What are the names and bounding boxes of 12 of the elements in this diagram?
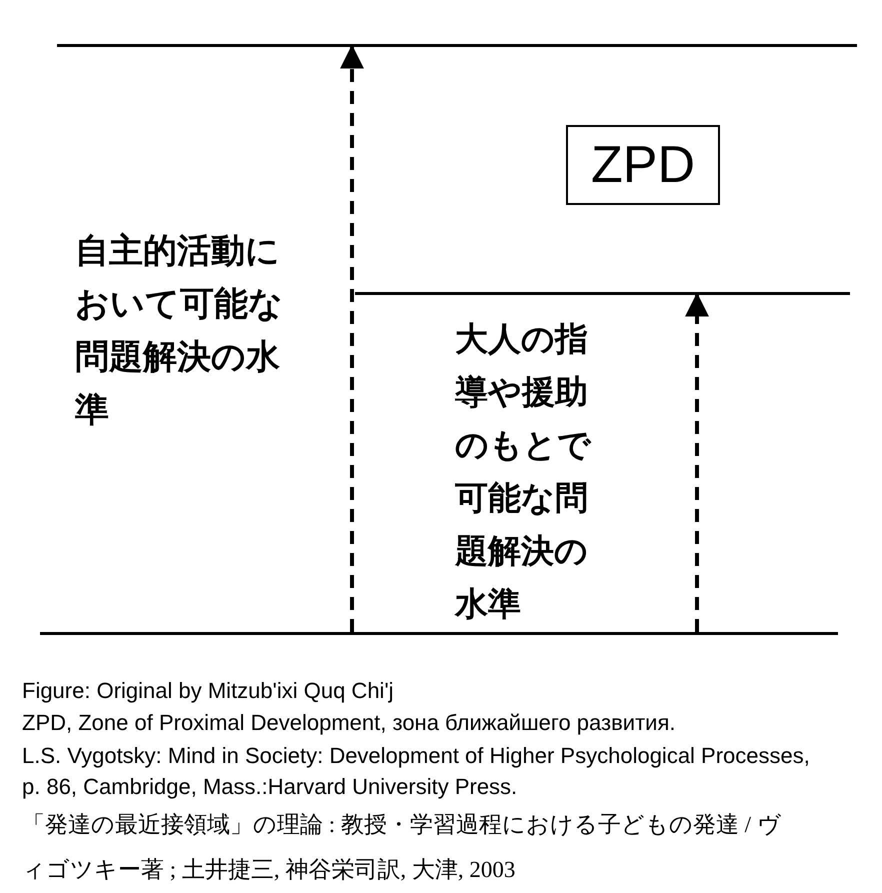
caption-text: ZPD, Zone of Proximal Development, зона ближайшего развития.: [22, 709, 676, 737]
horizontal-line: [40, 632, 838, 635]
horizontal-line: [355, 292, 850, 295]
horizontal-line: [57, 44, 857, 47]
caption-text: 「発達の最近接領域」の理論 : 教授・学習過程における子どもの発達 / ヴィゴツキー著 ; 土井捷三, 神谷栄司訳, 大津, 2003: [22, 811, 782, 884]
dashed-arrow: [685, 292, 709, 632]
caption-text: Figure: Original by Mitzub'ixi Quq Chi'j: [22, 677, 395, 705]
level-text: 自主的活動において可能な問題解決の水準: [75, 225, 297, 437]
caption-text: L.S. Vygotsky: Mind in Society: Development of Higher Psychological Processes, p. 86, Cambridge, Mass.:Harvard University Press.: [22, 742, 811, 801]
level-text: 大人の指導や援助のもとで可能な問題解決の水準: [455, 312, 603, 630]
label-box: ZPD: [566, 125, 720, 205]
dashed-arrow: [340, 44, 364, 632]
